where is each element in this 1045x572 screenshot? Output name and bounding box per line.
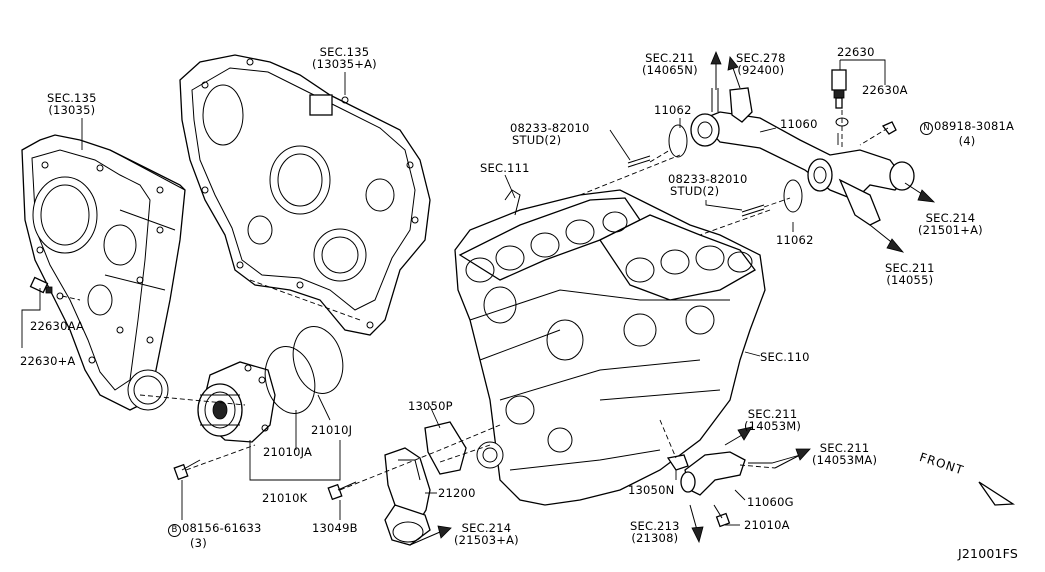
label-line2: (14055) bbox=[886, 273, 934, 287]
label-sec214-21503: SEC.214 (21503+A) bbox=[454, 522, 519, 546]
label-sec214-21501: SEC.214 (21501+A) bbox=[918, 212, 983, 236]
label-line2: (14053MA) bbox=[812, 453, 878, 467]
label-line2: (21503+A) bbox=[454, 533, 519, 547]
water-outlet-11060 bbox=[690, 87, 915, 226]
engine-assembly bbox=[454, 189, 766, 506]
gasket-11062-top bbox=[668, 124, 688, 158]
label-line1: 08233-82010 bbox=[668, 172, 748, 186]
water-inlet-11060g bbox=[680, 451, 746, 496]
label-11062-mid: 11062 bbox=[776, 233, 814, 247]
leader-lines bbox=[21, 59, 886, 526]
label-sec211-14055: SEC.211 (14055) bbox=[885, 262, 935, 286]
nut-symbol-icon: N bbox=[920, 122, 933, 135]
label-11060g: 11060G bbox=[747, 495, 794, 509]
alignment-lines bbox=[61, 110, 889, 491]
label-22630a: 22630A bbox=[862, 83, 908, 97]
label-13050n: 13050N bbox=[628, 483, 675, 497]
label-line1: SEC.211 bbox=[645, 51, 695, 65]
gasket-21010j bbox=[292, 326, 344, 394]
label-line2: (21501+A) bbox=[918, 223, 983, 237]
label-22630aa: 22630AA bbox=[30, 319, 85, 333]
bolt-symbol-icon: B bbox=[168, 524, 181, 537]
label-sec135-left: SEC.135 (13035) bbox=[47, 92, 97, 116]
label-sec211-14053m: SEC.211 (14053M) bbox=[744, 408, 801, 432]
nut-08918 bbox=[881, 121, 897, 135]
label-line1: 08233-82010 bbox=[510, 121, 590, 135]
stud-mid bbox=[741, 204, 765, 217]
label-13049b: 13049B bbox=[312, 521, 358, 535]
label-line1: SEC.214 bbox=[925, 211, 976, 225]
label-21200: 21200 bbox=[438, 486, 476, 500]
label-line2: (3) bbox=[190, 536, 207, 550]
label-line2: (14053M) bbox=[744, 419, 802, 433]
label-11060: 11060 bbox=[780, 117, 818, 131]
label-stud-top: 08233-82010 STUD(2) bbox=[510, 122, 590, 146]
label-21010j: 21010J bbox=[311, 423, 353, 437]
label-sec211-14065n: SEC.211 (14065N) bbox=[642, 52, 698, 76]
label-line1: SEC.211 bbox=[885, 261, 935, 275]
label-line2: (13035+A) bbox=[312, 57, 377, 71]
label-line2: (21308) bbox=[631, 531, 679, 545]
sensor-22630 bbox=[831, 69, 847, 109]
label-line1: SEC.135 bbox=[47, 91, 97, 105]
gasket-21010ja bbox=[264, 346, 316, 414]
label-line1: SEC.211 bbox=[747, 407, 798, 421]
label-22630-plus-a: 22630+A bbox=[20, 354, 76, 368]
label-sec135-top: SEC.135 (13035+A) bbox=[312, 46, 377, 70]
label-21010a: 21010A bbox=[744, 518, 790, 532]
label-11062-top: 11062 bbox=[654, 103, 692, 117]
water-pump bbox=[197, 361, 276, 443]
label-stud-mid: 08233-82010 STUD(2) bbox=[668, 173, 748, 197]
bolt-21010a bbox=[713, 504, 731, 528]
gasket-11062-mid bbox=[783, 179, 803, 213]
label-line1: SEC.135 bbox=[319, 45, 370, 59]
label-line2: (92400) bbox=[737, 63, 785, 77]
label-sec213: SEC.213 (21308) bbox=[630, 520, 680, 544]
label-sec110: SEC.110 bbox=[760, 350, 810, 364]
label-line2: STUD(2) bbox=[670, 184, 720, 198]
label-line1: 08156-61633 bbox=[182, 521, 262, 535]
label-line1: SEC.214 bbox=[461, 521, 512, 535]
label-line1: SEC.278 bbox=[736, 51, 786, 65]
thermostat-housing-21200 bbox=[384, 447, 431, 546]
label-line1: SEC.211 bbox=[819, 441, 870, 455]
label-sec111: SEC.111 bbox=[480, 161, 530, 175]
label-line1: SEC.213 bbox=[630, 519, 680, 533]
bolt-13049b bbox=[327, 481, 357, 501]
label-line2: STUD(2) bbox=[512, 133, 562, 147]
label-line1: 08918-3081A bbox=[934, 119, 1015, 133]
label-sec278: SEC.278 (92400) bbox=[736, 52, 786, 76]
front-timing-cover-left bbox=[21, 134, 186, 411]
label-13050p: 13050P bbox=[408, 399, 453, 413]
label-22630: 22630 bbox=[837, 45, 875, 59]
stud-top bbox=[627, 155, 651, 168]
label-line2: (4) bbox=[958, 134, 976, 148]
bolt-08156-61633 bbox=[173, 459, 201, 481]
label-line2: (14065N) bbox=[642, 63, 698, 77]
diagram-code: J21001FS bbox=[958, 546, 1018, 561]
label-21010k: 21010K bbox=[262, 491, 308, 505]
front-timing-cover-upper bbox=[179, 54, 431, 336]
label-21010ja: 21010JA bbox=[263, 445, 313, 459]
label-sec211-14053ma: SEC.211 (14053MA) bbox=[812, 442, 877, 466]
direction-arrows bbox=[409, 50, 1016, 546]
gasket-13050n bbox=[666, 454, 689, 471]
label-line2: (13035) bbox=[48, 103, 96, 117]
